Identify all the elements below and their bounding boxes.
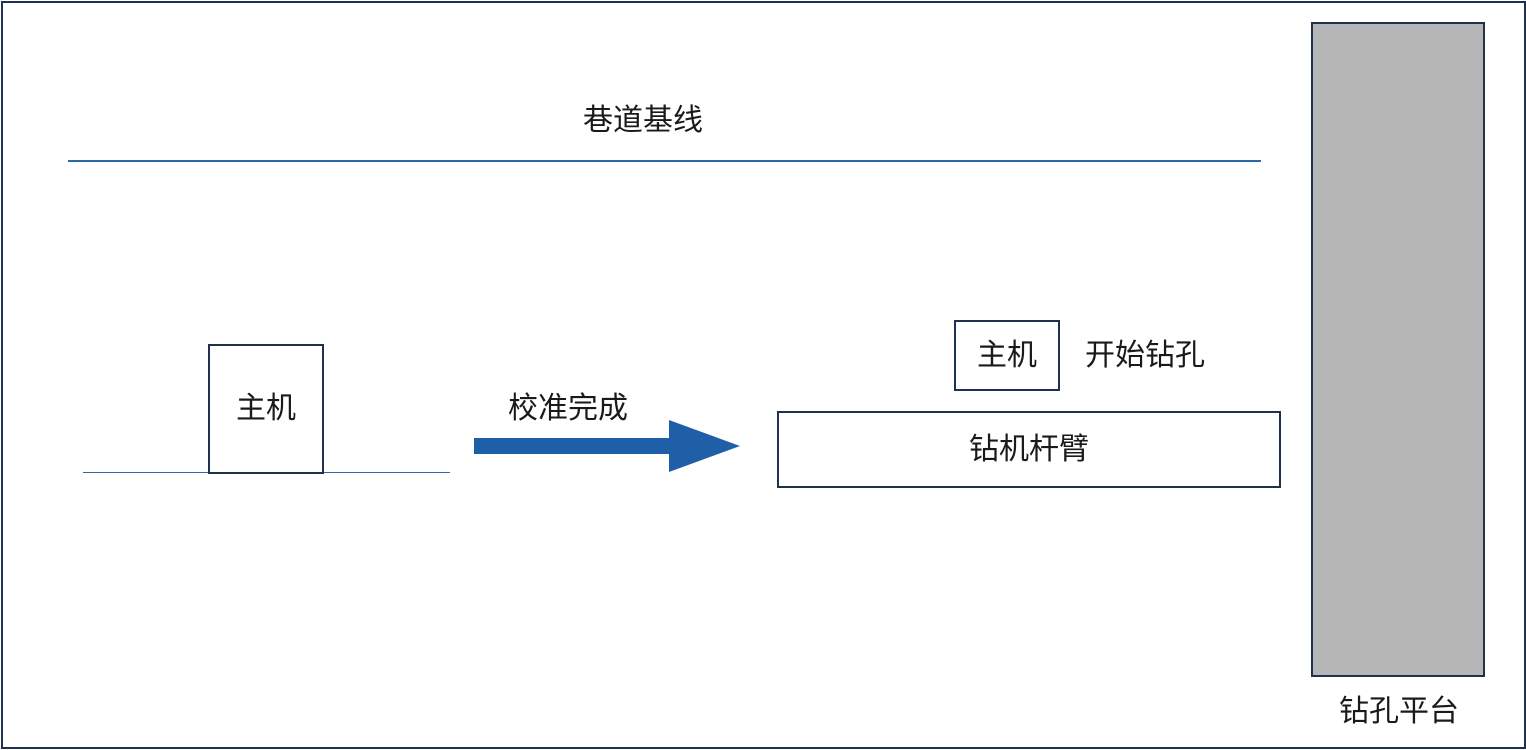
start-drilling-label: 开始钻孔	[1085, 338, 1205, 373]
arrow-head	[669, 420, 740, 472]
drill-boom-label: 钻机杆臂	[969, 431, 1089, 467]
roadway-baseline	[68, 160, 1261, 162]
baseline-label: 巷道基线	[583, 103, 703, 138]
arrow-right-icon	[474, 420, 740, 472]
calibration-label: 校准完成	[508, 391, 628, 426]
drilling-platform	[1311, 22, 1485, 677]
host-right-label: 主机	[977, 337, 1037, 373]
arrow-shaft	[474, 438, 674, 454]
host-box-left: 主机	[208, 344, 324, 474]
platform-label: 钻孔平台	[1339, 694, 1459, 729]
host-left-label: 主机	[236, 391, 296, 426]
drill-boom-box: 钻机杆臂	[777, 411, 1281, 488]
host-box-right: 主机	[954, 320, 1060, 391]
